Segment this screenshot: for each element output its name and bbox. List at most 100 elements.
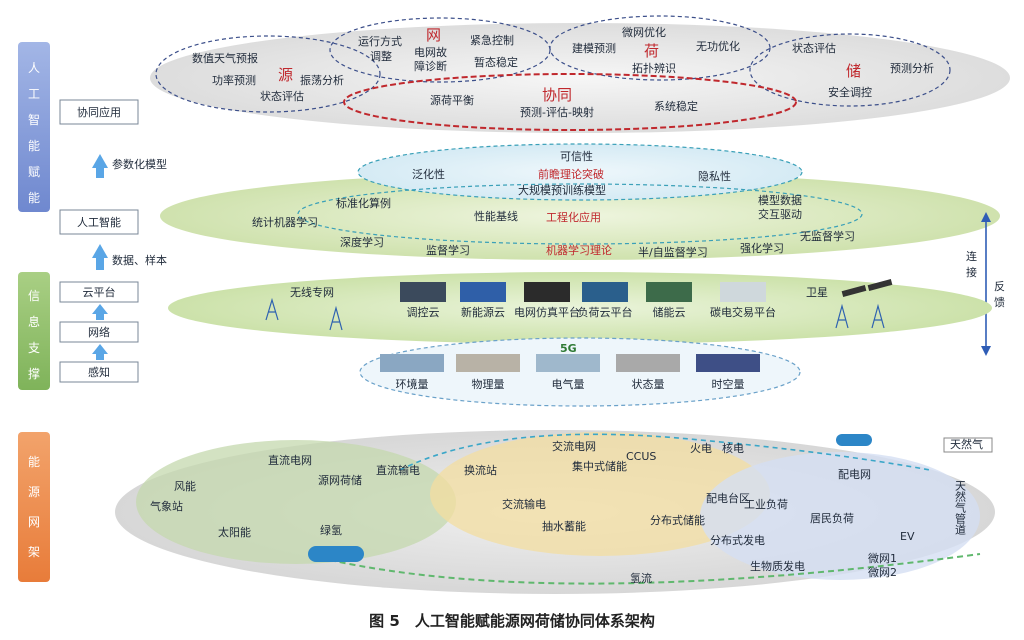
frontier-item: 大规模预训练模型 xyxy=(518,183,606,197)
coop-item: 系统稳定 xyxy=(654,99,698,113)
up-arrow-icon xyxy=(92,154,108,178)
ml-item: 半/自监督学习 xyxy=(638,245,708,259)
load-item: 拓扑辨识 xyxy=(632,61,676,75)
frontier-item: 隐私性 xyxy=(698,169,731,183)
load-item: 无功优化 xyxy=(696,39,740,53)
dc-grid-region xyxy=(136,440,456,564)
up-arrows xyxy=(92,154,108,360)
side-label-char: 能 xyxy=(28,139,40,153)
figure-caption: 图 5 人工智能赋能源网荷储协同体系架构 xyxy=(369,612,655,630)
source-item: 功率预测 xyxy=(212,73,256,87)
sensing-thumb xyxy=(696,354,760,372)
up-arrow-icon xyxy=(92,244,108,270)
grid-region xyxy=(329,17,551,83)
energy-label: EV xyxy=(900,530,915,543)
energy-label: 分布式发电 xyxy=(710,533,765,547)
svg-text:云平台: 云平台 xyxy=(83,285,116,299)
energy-label: 分布式储能 xyxy=(650,513,705,527)
source-item: 状态评估 xyxy=(260,89,304,103)
energy-label: 微网2 xyxy=(868,565,897,579)
energy-grid-bar xyxy=(18,432,50,582)
energy-label: 交流输电 xyxy=(502,497,546,511)
svg-text:人工智能: 人工智能 xyxy=(77,215,121,229)
energy-label: CCUS xyxy=(626,450,656,463)
info-support-bar xyxy=(18,272,50,390)
cloud-platform-thumb xyxy=(460,282,506,302)
frontier-item: 泛化性 xyxy=(412,167,445,181)
load-title: 荷 xyxy=(644,42,659,60)
connect-label: 接 xyxy=(966,266,977,279)
ml-item: 深度学习 xyxy=(340,235,384,249)
storage-item: 状态评估 xyxy=(792,41,836,55)
coop-region xyxy=(343,73,797,131)
side-label-char: 撑 xyxy=(28,366,40,381)
sensing-thumb xyxy=(536,354,600,372)
5g-label: 5G xyxy=(560,342,577,355)
sensing-thumb xyxy=(380,354,444,372)
side-label-char: 源 xyxy=(28,485,40,499)
side-label-char: 人 xyxy=(28,61,40,75)
ai-layer xyxy=(160,172,1000,260)
svg-text:网络: 网络 xyxy=(88,325,110,339)
source-title: 源 xyxy=(278,66,293,84)
cloud-platforms: 调控云新能源云电网仿真平台负荷云平台储能云碳电交易平台 xyxy=(400,282,776,319)
energy-label: 天然气管道 xyxy=(954,480,967,535)
natural-gas-box xyxy=(943,437,993,453)
energy-label: 生物质发电 xyxy=(750,559,805,573)
sensing-box: 感知 xyxy=(59,361,139,383)
cloud-platform-thumb xyxy=(720,282,766,302)
satellite-label: 卫星 xyxy=(806,286,828,299)
gas-tank-icon xyxy=(836,434,872,446)
coop-item: 源荷平衡 xyxy=(430,93,474,107)
energy-label: 配电台区 xyxy=(706,491,750,505)
storage-item: 安全调控 xyxy=(828,85,872,99)
side-label-char: 智 xyxy=(28,112,40,127)
cloud-platform-label: 电网仿真平台 xyxy=(514,305,580,319)
sensing-label: 时空量 xyxy=(712,377,745,391)
sensing-label: 物理量 xyxy=(472,377,505,391)
ac-grid-region xyxy=(430,432,770,556)
energy-label: 交流电网 xyxy=(552,439,596,453)
energy-label: 抽水蓄能 xyxy=(542,519,586,533)
side-label-char: 信 xyxy=(28,289,40,303)
energy-label: 绿氢 xyxy=(320,523,342,537)
grid-item: 调整 xyxy=(370,49,392,63)
green-hydrogen-tank xyxy=(308,546,364,562)
energy-label: 集中式储能 xyxy=(572,459,627,473)
cloud-platform-label: 新能源云 xyxy=(461,305,505,319)
ai-box: 人工智能 xyxy=(59,209,139,235)
side-label-char: 赋 xyxy=(28,165,40,179)
wireless-label: 无线专网 xyxy=(290,285,334,299)
feedback-label: 反 xyxy=(994,280,1005,293)
ml-item: 强化学习 xyxy=(740,241,784,255)
tower-icon xyxy=(835,303,849,329)
side-label-char: 息 xyxy=(28,314,40,329)
energy-label: 配电网 xyxy=(838,468,871,481)
energy-label: 太阳能 xyxy=(218,525,251,539)
grid-item: 运行方式 xyxy=(358,34,402,48)
engineering-item: 性能基线 xyxy=(474,209,518,223)
cloud-platform-thumb xyxy=(524,282,570,302)
cloud-platform-label: 储能云 xyxy=(653,305,686,319)
frontier-item: 前瞻理论突破 xyxy=(538,167,604,181)
sensing-items: 环境量物理量电气量状态量时空量 xyxy=(380,354,760,391)
engineering-item: 交互驱动 xyxy=(758,207,802,221)
cloud-box: 云平台 xyxy=(59,281,139,303)
energy-label: 工业负荷 xyxy=(744,497,788,511)
engineering-region xyxy=(297,183,863,245)
coop-item: 预测-评估-映射 xyxy=(520,105,594,119)
up-arrow-icon xyxy=(92,344,108,360)
storage-title: 储 xyxy=(846,62,861,80)
sensing-thumb xyxy=(616,354,680,372)
tower-icon xyxy=(265,297,279,321)
param-model-label: 参数化模型 xyxy=(112,157,167,171)
side-label-char: 能 xyxy=(28,191,40,205)
energy-label: 气象站 xyxy=(150,499,183,513)
tower-icon xyxy=(871,303,885,329)
connect-label: 连 xyxy=(966,250,977,263)
cloud-layer xyxy=(168,272,992,344)
coop-title: 协同 xyxy=(542,86,572,104)
towers xyxy=(265,297,885,331)
ml-item: 机器学习理论 xyxy=(546,243,612,257)
distribution-region xyxy=(700,452,980,580)
